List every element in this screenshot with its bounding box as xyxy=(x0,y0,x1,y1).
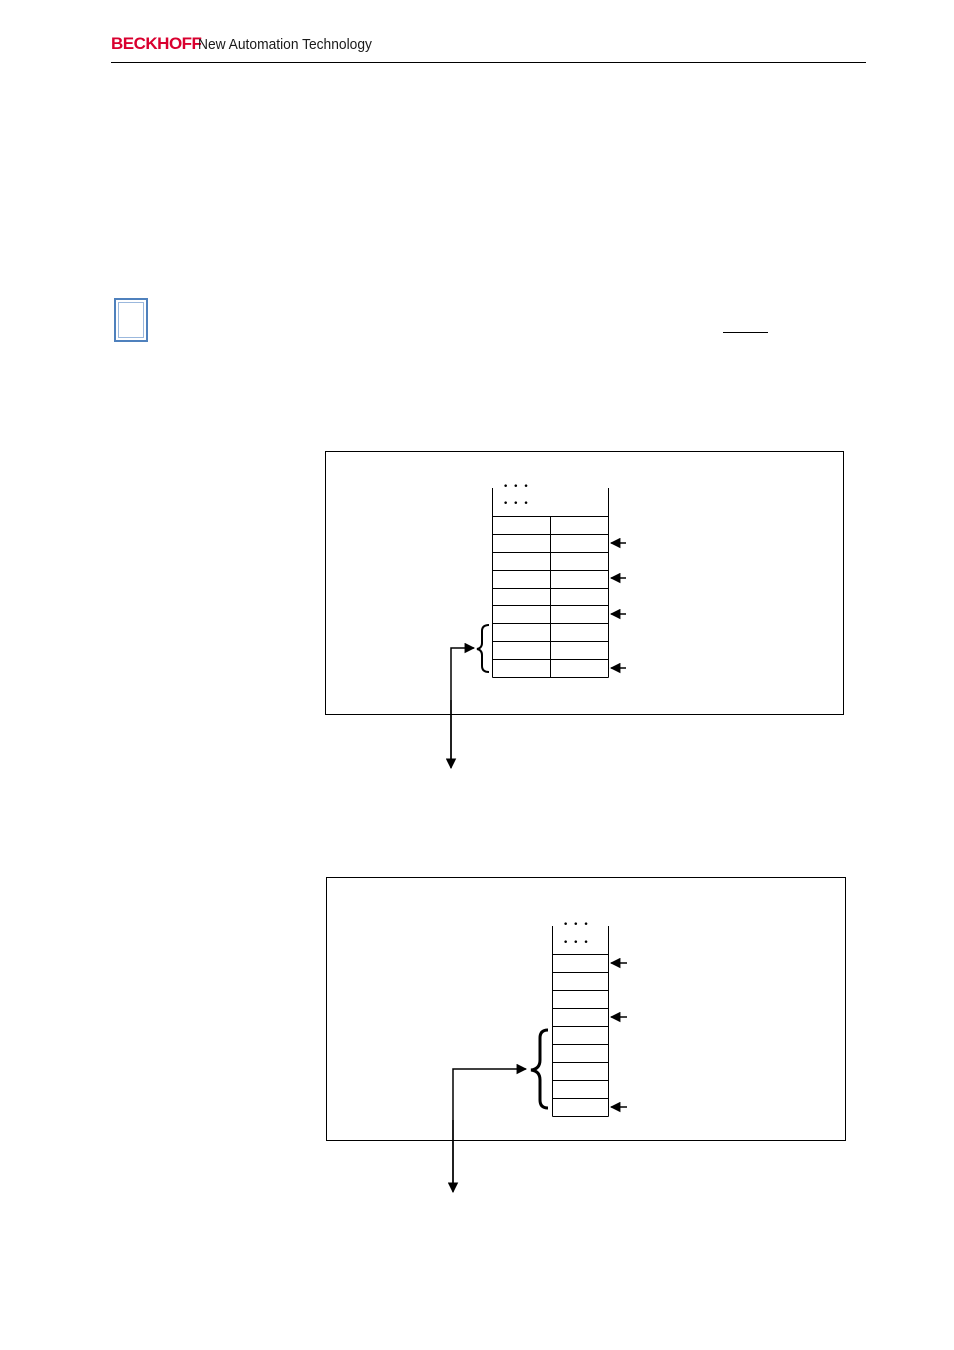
memory-map-diagram-1: • • • • • • xyxy=(325,451,844,770)
pointer-arrows xyxy=(609,537,626,674)
memory-table xyxy=(552,926,609,1117)
ellipsis-row: • • • xyxy=(563,920,590,930)
header-divider xyxy=(111,62,866,63)
ellipsis-row: • • • xyxy=(503,499,530,509)
ellipsis-row: • • • xyxy=(563,938,590,948)
info-note-icon xyxy=(114,298,148,342)
pointer-arrows xyxy=(609,957,627,1113)
brand-tagline: New Automation Technology xyxy=(198,36,372,53)
memory-map-diagram-2: • • • • • • xyxy=(326,877,846,1194)
text-underline xyxy=(723,332,768,333)
brace xyxy=(476,624,490,673)
ellipsis-row: • • • xyxy=(503,482,530,492)
brace xyxy=(530,1028,549,1110)
brand-logo: BECKHOFF xyxy=(111,34,202,53)
connector-arrow xyxy=(450,642,476,767)
connector-arrow xyxy=(452,1063,528,1190)
page-header: BECKHOFF New Automation Technology xyxy=(111,32,866,64)
diagram-frame xyxy=(325,451,844,715)
diagram-frame xyxy=(326,877,846,1141)
memory-table xyxy=(492,488,609,678)
